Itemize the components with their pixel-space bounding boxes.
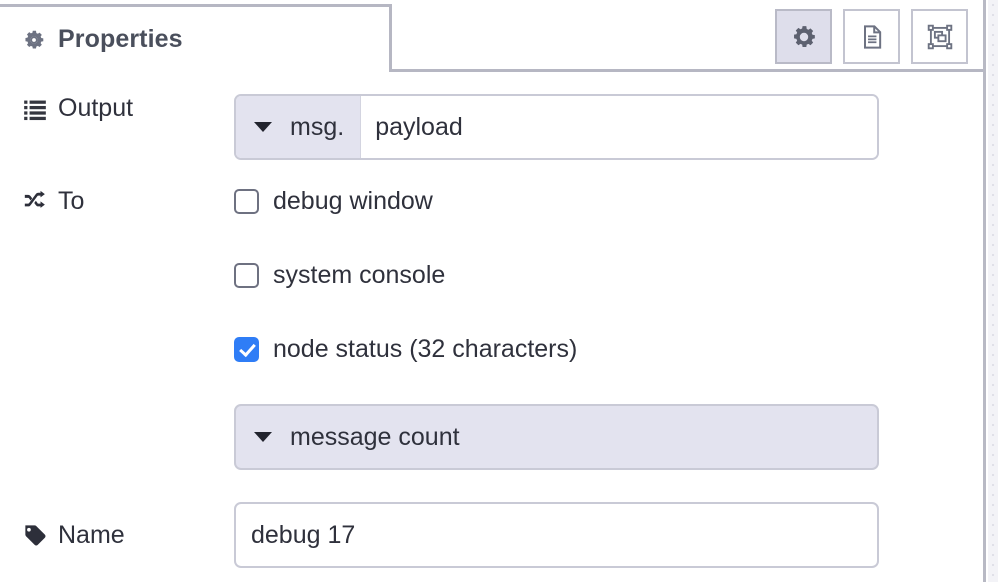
name-field: debug 17 [234, 502, 983, 568]
output-typed-input[interactable]: msg. payload [234, 94, 879, 160]
name-label: Name [0, 502, 234, 568]
gear-icon [790, 23, 818, 51]
tab-properties-label: Properties [58, 25, 183, 53]
flow-canvas-strip [988, 0, 998, 582]
name-label-text: Name [58, 520, 125, 549]
to-options: debug window system console node status … [234, 182, 983, 470]
output-field: msg. payload [234, 94, 983, 160]
chevron-down-icon [254, 122, 272, 132]
document-icon [858, 23, 886, 51]
output-label-text: Output [58, 94, 134, 122]
checkbox-checked-icon [234, 336, 259, 362]
output-type-selector[interactable]: msg. [236, 96, 362, 158]
checkbox-node-status[interactable]: node status (32 characters) [234, 330, 983, 368]
status-type-dropdown[interactable]: message count [234, 404, 879, 470]
checkbox-system-console-label: system console [273, 260, 446, 289]
tag-icon [22, 522, 48, 548]
row-to: To debug window system console node stat… [0, 182, 983, 470]
row-output: Output msg. payload [0, 94, 983, 160]
properties-form: Output msg. payload [0, 72, 983, 568]
checkbox-icon [234, 262, 259, 288]
name-input[interactable]: debug 17 [234, 502, 879, 568]
appearance-icon [926, 23, 954, 51]
output-label: Output [0, 94, 234, 123]
tab-properties[interactable]: Properties [0, 4, 392, 75]
output-type-label: msg. [290, 112, 345, 141]
checkbox-debug-window[interactable]: debug window [234, 182, 983, 220]
checkbox-system-console[interactable]: system console [234, 256, 983, 294]
tabbar-underline [0, 69, 983, 72]
output-property-input[interactable]: payload [361, 96, 877, 158]
properties-tool-button[interactable] [775, 9, 832, 64]
to-label: To [0, 182, 234, 220]
description-tool-button[interactable] [843, 9, 900, 64]
checkbox-debug-window-label: debug window [273, 186, 433, 215]
panel-tabbar: Properties [0, 0, 983, 75]
to-label-text: To [58, 186, 85, 215]
gear-icon [22, 28, 46, 52]
checkbox-node-status-label: node status (32 characters) [273, 334, 578, 363]
chevron-down-icon [254, 432, 272, 442]
shuffle-icon [22, 188, 48, 214]
status-type-value: message count [290, 422, 460, 451]
panel-tool-buttons [775, 9, 968, 64]
list-icon [22, 96, 48, 122]
checkbox-icon [234, 188, 259, 214]
panel-divider [983, 0, 986, 582]
row-name: Name debug 17 [0, 502, 983, 568]
appearance-tool-button[interactable] [911, 9, 968, 64]
